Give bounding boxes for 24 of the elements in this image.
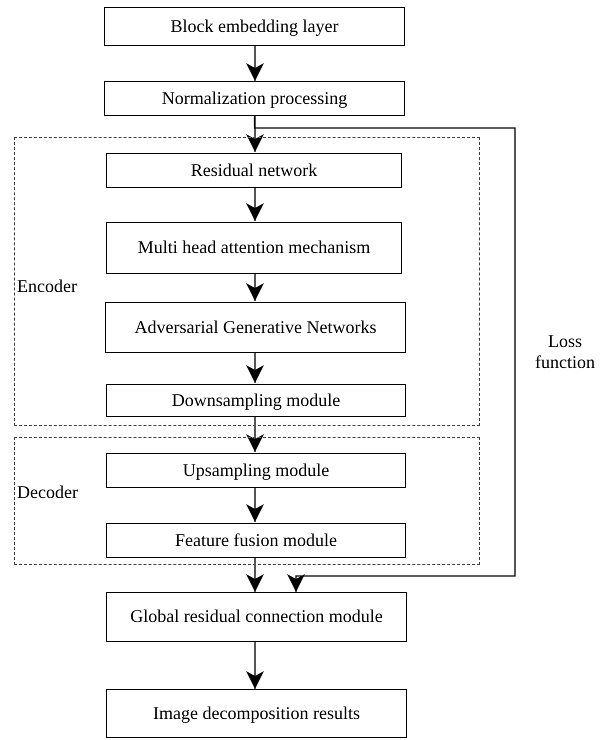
arrow	[246, 116, 264, 152]
process-box: Normalization processing	[104, 81, 405, 116]
arrow	[246, 352, 264, 383]
process-box: Image decomposition results	[106, 689, 407, 738]
arrow	[246, 557, 264, 592]
process-box: Global residual connection module	[106, 592, 407, 642]
arrow	[246, 273, 264, 301]
process-box: Adversarial Generative Networks	[105, 302, 406, 353]
process-box: Feature fusion module	[106, 523, 406, 558]
process-box: Upsampling module	[106, 453, 406, 488]
arrow	[246, 642, 264, 689]
dashed-group-frame	[14, 437, 480, 565]
process-box: Residual network	[106, 153, 402, 188]
arrow	[246, 187, 264, 221]
dashed-group-frame	[14, 137, 480, 426]
process-box: Multi head attention mechanism	[106, 222, 402, 274]
arrow	[246, 416, 264, 452]
arrow	[246, 487, 264, 522]
group-label: Encoder	[17, 277, 77, 297]
arrow	[254, 116, 516, 592]
process-box: Downsampling module	[106, 384, 406, 417]
process-box: Block embedding layer	[104, 7, 405, 46]
group-label: Decoder	[17, 483, 78, 503]
arrow	[246, 46, 264, 81]
